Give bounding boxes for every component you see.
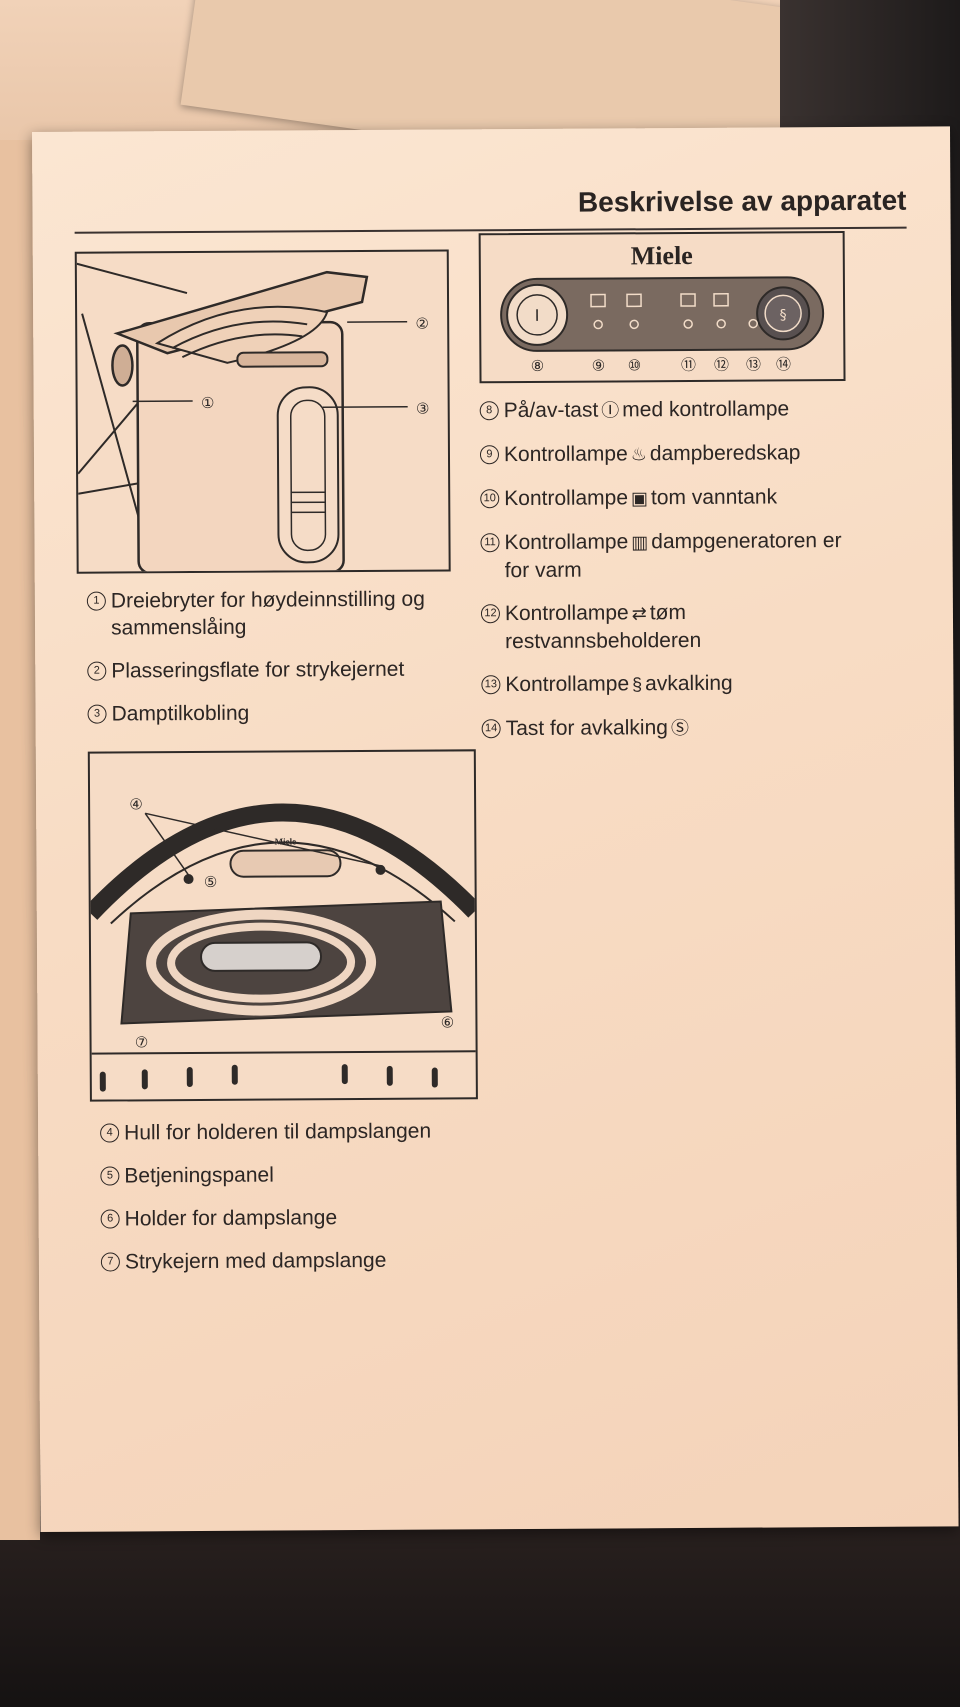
legend-item-11: 11 Kontrollampe▥dampgeneratoren er for v… <box>480 527 900 585</box>
panel-brand-logo: Miele <box>631 241 693 270</box>
appliance-illustration: ① ② ③ <box>76 262 430 572</box>
legend-number: 3 <box>87 704 107 724</box>
legend-number: 10 <box>480 489 500 509</box>
legend-top-left: 1 Dreiebryter for høydeinnstilling og sa… <box>86 585 468 743</box>
legend-number: 5 <box>100 1166 120 1186</box>
legend-number: 2 <box>87 661 107 681</box>
legend-text: Damptilkobling <box>111 701 250 726</box>
legend-text: Plasseringsflate for strykejernet <box>111 657 405 683</box>
overheat-icon: ▥ <box>631 532 649 553</box>
power-icon: Ⓘ <box>601 400 620 421</box>
legend-number: 14 <box>481 719 501 739</box>
manual-page: Beskrivelse av apparatet ① ② ③ <box>32 126 959 1532</box>
callout-7: ⑦ <box>135 1033 149 1051</box>
page-title: Beskrivelse av apparatet <box>577 184 907 218</box>
legend-text: Strykejern med dampslange <box>124 1248 387 1274</box>
legend-text: Hull for holderen til dampslangen <box>124 1119 432 1145</box>
svg-text:I: I <box>535 306 540 325</box>
callout-14: ⑭ <box>776 355 791 373</box>
appliance-figure: ① ② ③ <box>74 249 451 574</box>
legend-number: 8 <box>479 401 499 421</box>
empty-tank-icon: ▣ <box>630 488 649 509</box>
legend-number: 11 <box>480 533 500 553</box>
storage-brand-logo: Miele <box>275 836 297 846</box>
legend-bottom-left: 4 Hull for holderen til dampslangen 5 Be… <box>100 1117 481 1291</box>
legend-item-12: 12 Kontrollampe⇄tøm restvannsbeholderen <box>480 598 901 656</box>
legend-text: Holder for dampslange <box>124 1206 338 1231</box>
callout-10: ⑩ <box>628 356 642 374</box>
callout-11: ⑪ <box>681 356 696 374</box>
legend-item-9: 9 Kontrollampe♨dampberedskap <box>479 439 900 470</box>
legend-number: 12 <box>480 604 501 624</box>
legend-text: Dreiebryter for høydeinnstilling og samm… <box>110 587 425 640</box>
callout-3: ③ <box>416 401 430 418</box>
legend-number: 9 <box>479 445 500 465</box>
legend-item-1: 1 Dreiebryter for høydeinnstilling og sa… <box>86 585 467 641</box>
descale-button-icon: Ⓢ <box>670 717 689 739</box>
steam-icon: ♨ <box>630 444 647 465</box>
control-panel-figure: Miele I § ⑧ ⑨ ⑩ ⑪ ⑫ ⑬ ⑭ <box>478 231 846 384</box>
callout-9: ⑨ <box>592 357 606 375</box>
svg-text:§: § <box>780 307 787 323</box>
legend-number: 13 <box>481 675 501 695</box>
legend-item-10: 10 Kontrollampe▣tom vanntank <box>480 483 900 514</box>
legend-item-2: 2 Plasseringsflate for strykejernet <box>87 655 467 684</box>
storage-figure: Miele ④ ⑤ ⑥ ⑦ <box>87 749 478 1102</box>
control-panel-illustration: Miele I § ⑧ ⑨ ⑩ ⑪ ⑫ ⑬ ⑭ <box>500 241 825 375</box>
legend-number: 4 <box>100 1123 120 1143</box>
legend-item-13: 13 Kontrollampe§avkalking <box>481 669 901 700</box>
callout-8: ⑧ <box>531 357 545 375</box>
storage-illustration: Miele ④ ⑤ ⑥ ⑦ <box>89 795 476 1092</box>
callout-13: ⑬ <box>746 356 761 374</box>
legend-item-4: 4 Hull for holderen til dampslangen <box>100 1117 480 1146</box>
descale-icon: § <box>632 674 643 695</box>
background-dark-bottom <box>0 1500 960 1707</box>
legend-number: 1 <box>86 591 106 611</box>
drain-icon: ⇄ <box>631 603 647 624</box>
callout-6: ⑥ <box>441 1013 455 1031</box>
callout-4: ④ <box>129 795 143 813</box>
legend-item-5: 5 Betjeningspanel <box>100 1160 480 1189</box>
callout-2: ② <box>415 316 429 333</box>
legend-number: 6 <box>100 1209 120 1229</box>
callout-5: ⑤ <box>204 873 218 891</box>
legend-text: Betjeningspanel <box>124 1163 274 1188</box>
legend-item-3: 3 Damptilkobling <box>87 698 467 727</box>
callout-1: ① <box>201 395 215 412</box>
legend-item-7: 7 Strykejern med dampslange <box>100 1246 481 1275</box>
callout-12: ⑫ <box>714 356 729 374</box>
legend-item-6: 6 Holder for dampslange <box>100 1203 481 1232</box>
legend-number: 7 <box>100 1252 120 1272</box>
